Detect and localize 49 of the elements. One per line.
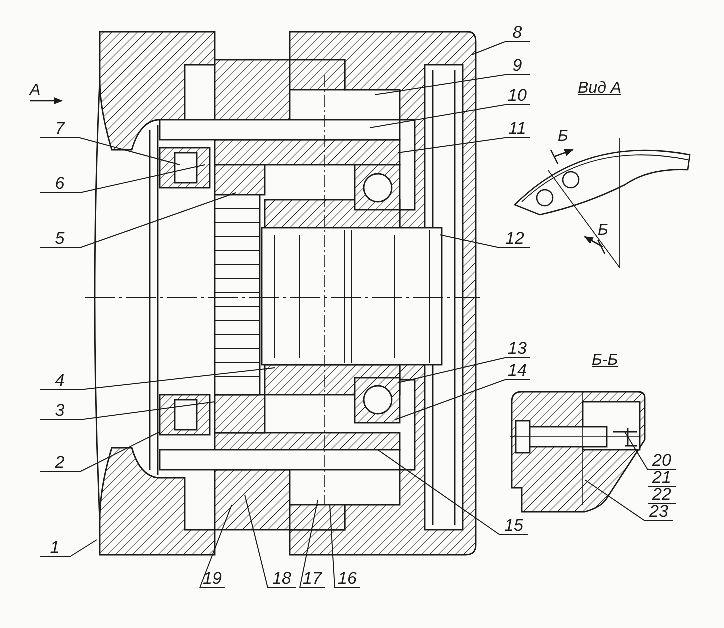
- leader-line: [80, 138, 180, 166]
- callout-number: 17: [300, 571, 325, 588]
- leader-line: [244, 494, 268, 588]
- leader-line: [374, 74, 506, 96]
- callout-number: 13: [505, 341, 530, 358]
- callout-number: 5: [40, 231, 80, 248]
- callout-number: 23: [645, 504, 673, 521]
- leader-line: [200, 504, 232, 588]
- callout-number: 2: [40, 455, 80, 472]
- callout-number: 15: [500, 518, 528, 535]
- leader-line: [80, 432, 160, 472]
- leader-line: [80, 192, 236, 248]
- leader-line: [330, 504, 336, 588]
- leader-line: [394, 380, 506, 420]
- leader-line: [80, 402, 216, 420]
- view-letter: Б: [598, 222, 608, 240]
- callout-number: 4: [40, 373, 80, 390]
- callout-number: 16: [335, 571, 360, 588]
- leader-line: [80, 164, 206, 194]
- callout-number: 11: [505, 121, 530, 138]
- leader-line: [378, 450, 500, 536]
- view-letter: Б: [558, 128, 568, 146]
- callout-number: 10: [505, 88, 530, 105]
- callout-number: 18: [268, 571, 296, 588]
- view-title: Б-Б: [592, 352, 618, 370]
- callout-number: 14: [505, 363, 530, 380]
- callout-number: 8: [505, 25, 530, 42]
- view-letter: А: [30, 82, 41, 100]
- callout-number: 6: [40, 176, 80, 193]
- callout-number: 19: [200, 571, 225, 588]
- leader-line: [398, 138, 506, 154]
- callout-number: 22: [648, 487, 676, 504]
- callout-number: 12: [500, 231, 530, 248]
- leader-line: [70, 540, 98, 558]
- callout-number: 21: [648, 470, 676, 487]
- leader-line: [584, 480, 646, 522]
- callout-number: 1: [40, 540, 70, 557]
- callout-number: 7: [40, 121, 80, 138]
- leader-line: [472, 42, 506, 56]
- leader-line: [80, 368, 276, 390]
- leader-line: [300, 500, 318, 588]
- callout-number: 9: [505, 58, 530, 75]
- leader-line: [370, 104, 506, 128]
- leader-line: [398, 358, 506, 384]
- view-title: Вид А: [578, 80, 622, 98]
- leader-line: [624, 432, 648, 470]
- callout-number: 3: [40, 403, 80, 420]
- leader-line: [440, 234, 500, 248]
- callout-number: 20: [648, 453, 676, 470]
